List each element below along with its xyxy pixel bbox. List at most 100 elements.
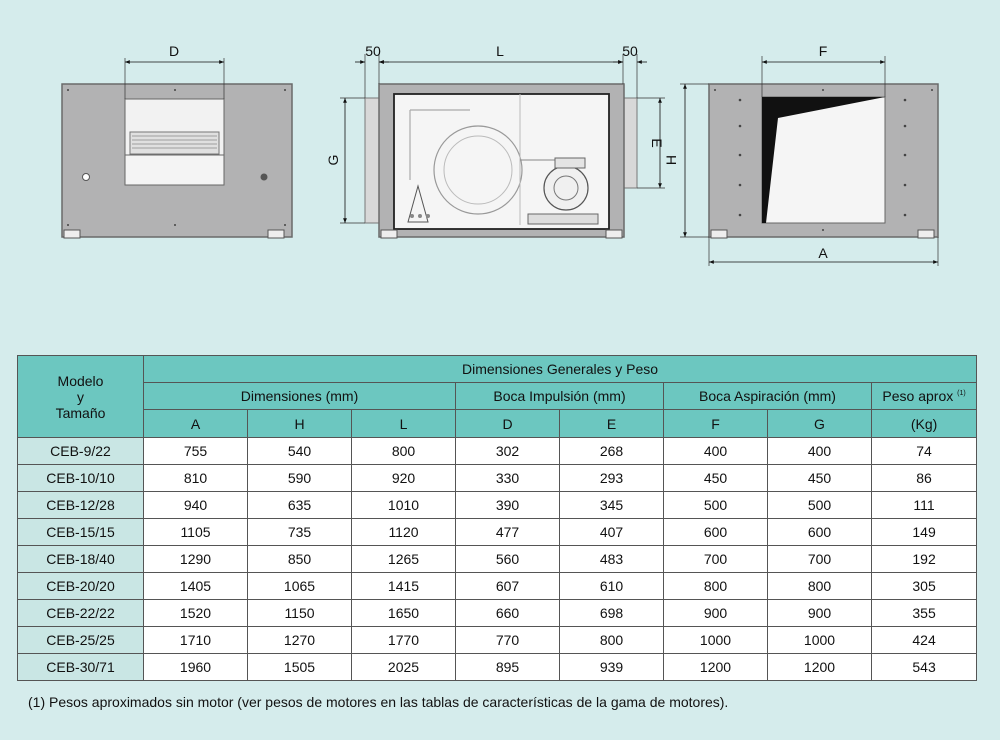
value-cell: 1105 [143, 518, 248, 546]
value-cell: 2025 [351, 653, 456, 681]
value-cell: 86 [870, 464, 978, 492]
column-header: F [663, 409, 768, 438]
value-cell: 800 [559, 626, 664, 654]
value-cell: 1270 [247, 626, 352, 654]
model-cell: CEB-15/15 [17, 518, 144, 546]
value-cell: 355 [870, 599, 978, 627]
group-impulsion: Boca Impulsión (mm) [455, 382, 664, 410]
value-cell: 920 [351, 464, 456, 492]
value-cell: 635 [247, 491, 352, 519]
value-cell: 149 [870, 518, 978, 546]
value-cell: 1710 [143, 626, 248, 654]
group-peso: Peso aprox (1) [870, 382, 978, 410]
footnote: (1) Pesos aproximados sin motor (ver pes… [28, 694, 729, 710]
column-header: A [143, 409, 248, 438]
value-cell: 268 [559, 437, 664, 465]
value-cell: 590 [247, 464, 352, 492]
value-cell: 543 [870, 653, 978, 681]
technical-drawings: D 50 L 50 G [61, 43, 939, 266]
value-cell: 1770 [351, 626, 456, 654]
value-cell: 900 [767, 599, 872, 627]
value-cell: 1290 [143, 545, 248, 573]
model-cell: CEB-12/28 [17, 491, 144, 519]
value-cell: 1065 [247, 572, 352, 600]
value-cell: 698 [559, 599, 664, 627]
value-cell: 607 [455, 572, 560, 600]
back-view: F H A [663, 43, 939, 266]
column-header: D [455, 409, 560, 438]
model-cell: CEB-10/10 [17, 464, 144, 492]
column-header: (Kg) [870, 409, 978, 438]
value-cell: 424 [870, 626, 978, 654]
value-cell: 111 [870, 491, 978, 519]
value-cell: 895 [455, 653, 560, 681]
value-cell: 900 [663, 599, 768, 627]
dim-label-50-left: 50 [365, 43, 381, 59]
value-cell: 1200 [663, 653, 768, 681]
value-cell: 800 [663, 572, 768, 600]
value-cell: 800 [767, 572, 872, 600]
column-header: H [247, 409, 352, 438]
value-cell: 600 [767, 518, 872, 546]
value-cell: 1000 [767, 626, 872, 654]
dim-label-h: H [663, 155, 679, 165]
value-cell: 940 [143, 491, 248, 519]
value-cell: 305 [870, 572, 978, 600]
value-cell: 450 [663, 464, 768, 492]
value-cell: 483 [559, 545, 664, 573]
dim-label-g: G [325, 155, 341, 166]
column-header: E [559, 409, 664, 438]
value-cell: 700 [767, 545, 872, 573]
value-cell: 477 [455, 518, 560, 546]
value-cell: 192 [870, 545, 978, 573]
value-cell: 390 [455, 491, 560, 519]
value-cell: 400 [663, 437, 768, 465]
value-cell: 293 [559, 464, 664, 492]
model-cell: CEB-18/40 [17, 545, 144, 573]
dim-label-l: L [496, 43, 504, 59]
value-cell: 74 [870, 437, 978, 465]
value-cell: 302 [455, 437, 560, 465]
group-dimensiones: Dimensiones (mm) [143, 382, 456, 410]
value-cell: 1520 [143, 599, 248, 627]
value-cell: 1265 [351, 545, 456, 573]
value-cell: 330 [455, 464, 560, 492]
value-cell: 1415 [351, 572, 456, 600]
value-cell: 735 [247, 518, 352, 546]
side-view: 50 L 50 G E [325, 43, 665, 239]
value-cell: 850 [247, 545, 352, 573]
group-aspiracion: Boca Aspiración (mm) [663, 382, 872, 410]
column-header: L [351, 409, 456, 438]
value-cell: 1505 [247, 653, 352, 681]
value-cell: 407 [559, 518, 664, 546]
dim-label-50-right: 50 [622, 43, 638, 59]
value-cell: 560 [455, 545, 560, 573]
model-cell: CEB-25/25 [17, 626, 144, 654]
value-cell: 500 [767, 491, 872, 519]
value-cell: 800 [351, 437, 456, 465]
value-cell: 770 [455, 626, 560, 654]
dimensions-table: Modelo y Tamaño Dimensiones Generales y … [17, 355, 978, 681]
column-header: G [767, 409, 872, 438]
value-cell: 1150 [247, 599, 352, 627]
model-cell: CEB-9/22 [17, 437, 144, 465]
model-cell: CEB-30/71 [17, 653, 144, 681]
value-cell: 450 [767, 464, 872, 492]
value-cell: 1960 [143, 653, 248, 681]
value-cell: 939 [559, 653, 664, 681]
value-cell: 660 [455, 599, 560, 627]
value-cell: 400 [767, 437, 872, 465]
dim-label-d: D [169, 43, 179, 59]
value-cell: 1405 [143, 572, 248, 600]
value-cell: 610 [559, 572, 664, 600]
value-cell: 1010 [351, 491, 456, 519]
dim-label-e: E [649, 138, 665, 147]
value-cell: 810 [143, 464, 248, 492]
